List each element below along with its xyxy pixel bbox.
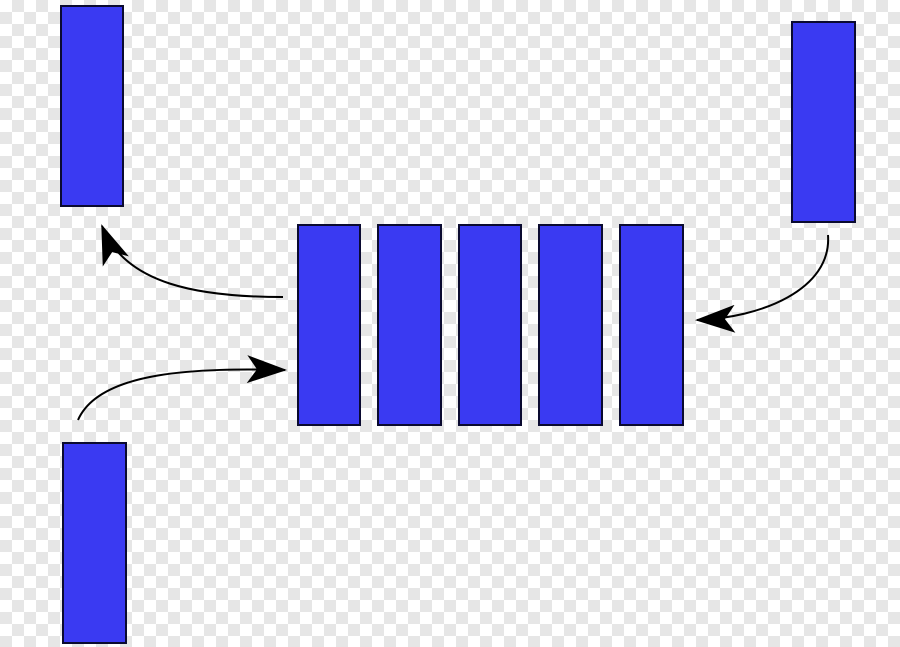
queue-slot-2 <box>377 224 442 426</box>
arrow-dequeue-to-top-left <box>101 224 284 298</box>
block-bottom-left <box>62 442 127 644</box>
queue-slot-5 <box>619 224 684 426</box>
queue-slot-1 <box>297 224 361 426</box>
arrow-bottom-left-to-queue <box>77 355 287 421</box>
queue-slot-4 <box>538 224 603 426</box>
block-top-left <box>60 5 124 207</box>
block-top-right <box>791 21 856 223</box>
queue-slot-3 <box>458 224 522 426</box>
arrow-top-right-to-queue <box>695 234 830 333</box>
